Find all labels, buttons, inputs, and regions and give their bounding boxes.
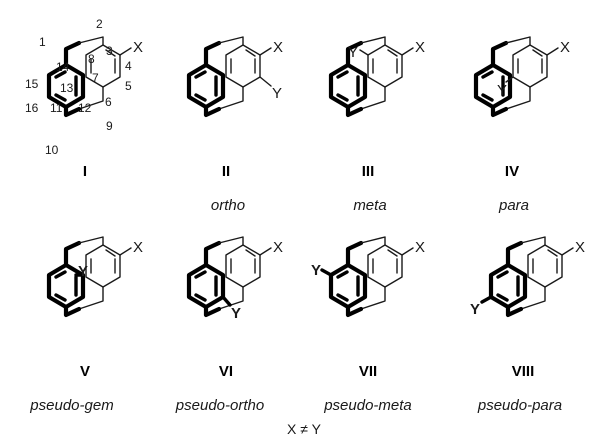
x-bond (119, 47, 132, 56)
substituent-x-label: X (133, 239, 143, 256)
atom-number-13: 13 (60, 81, 74, 95)
caption-pseudo-gem: pseudo-gem (29, 397, 113, 414)
atom-number-9: 9 (106, 119, 113, 133)
atom-number-4: 4 (125, 59, 132, 73)
numeral-V: V (80, 363, 90, 380)
numeral-VII: VII (359, 363, 377, 380)
numeral-IV: IV (505, 163, 519, 180)
caption-pseudo-para: pseudo-para (477, 397, 562, 414)
numeral-VIII: VIII (512, 363, 535, 380)
caption-pseudo-ortho: pseudo-ortho (175, 397, 264, 414)
substituent-y-label: Y (348, 44, 358, 61)
substituent-x-label: X (415, 39, 425, 56)
atom-number-11: 11 (50, 101, 63, 115)
caption-meta: meta (353, 197, 386, 214)
caption-pseudo-meta: pseudo-meta (323, 397, 412, 414)
substituent-x-label: X (415, 239, 425, 256)
atom-number-8: 8 (88, 52, 95, 66)
substituent-y-label: Y (497, 82, 507, 99)
atom-number-7: 7 (92, 71, 99, 85)
atom-number-16: 16 (25, 101, 39, 115)
atom-number-15: 15 (25, 77, 39, 91)
structure-III: X Y III meta (331, 37, 425, 214)
atom-number-6: 6 (105, 95, 112, 109)
atom-number-5: 5 (125, 79, 132, 93)
atom-number-1: 1 (39, 35, 46, 49)
atom-number-2: 2 (96, 17, 103, 31)
substituent-y-label: Y (470, 301, 480, 318)
structure-II: X Y II ortho (189, 37, 283, 214)
atom-number-14: 14 (56, 60, 70, 74)
footnote-x-not-equal-y: X ≠ Y (287, 421, 322, 437)
caption-ortho: ortho (211, 197, 245, 214)
structure-V: X Y V pseudo-gem (29, 237, 143, 414)
structure-VI: X Y VI pseudo-ortho (175, 237, 283, 414)
substituent-y-label: Y (78, 263, 88, 280)
substituent-x-label: X (273, 39, 283, 56)
caption-para: para (498, 197, 529, 214)
atom-number-12: 12 (78, 101, 92, 115)
structure-I: X 1 2 3 4 5 6 7 8 9 10 11 12 13 14 15 16… (25, 17, 143, 180)
atom-number-3: 3 (106, 44, 113, 58)
substituent-x-label: X (560, 39, 570, 56)
substituent-y-label: Y (311, 262, 321, 279)
substituent-x-label: X (273, 239, 283, 256)
numeral-III: III (362, 163, 375, 180)
structure-VII: X Y VII pseudo-meta (311, 237, 425, 414)
substituent-y-label: Y (272, 85, 282, 102)
structure-IV: X Y IV para (476, 37, 570, 214)
substituent-y-label: Y (231, 305, 241, 322)
numeral-VI: VI (219, 363, 233, 380)
numeral-I: I (83, 163, 87, 180)
numeral-II: II (222, 163, 230, 180)
structure-VIII: X Y VIII pseudo-para (470, 237, 585, 414)
substituent-x-label: X (575, 239, 585, 256)
substituent-x-label: X (133, 39, 143, 56)
atom-number-10: 10 (45, 143, 59, 157)
